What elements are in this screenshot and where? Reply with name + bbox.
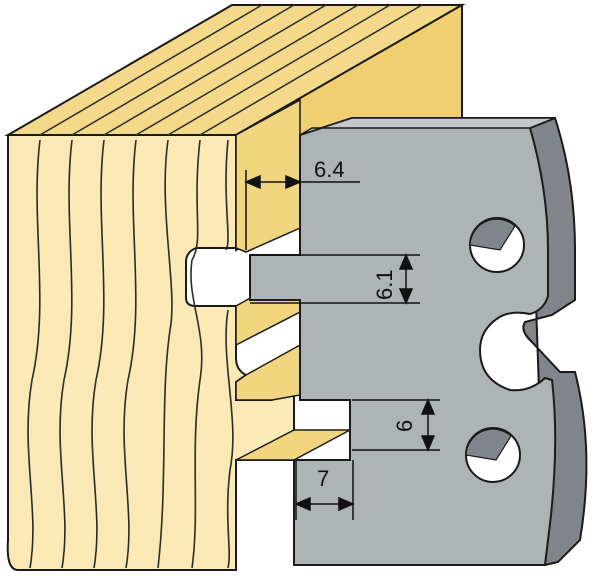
blade-top-bevel (299, 117, 556, 136)
label-tongue-height: 6.1 (372, 269, 397, 300)
cutter-blade (249, 116, 588, 567)
label-step-height: 6 (392, 420, 417, 432)
wood-top-grain (39, 4, 423, 136)
blade-hole-upper (469, 217, 525, 273)
wood-front-face (6, 134, 295, 571)
dimension-labels: 6.4 6.1 6 7 (314, 157, 417, 491)
label-groove-depth: 6.4 (314, 157, 345, 182)
label-step-width: 7 (317, 466, 329, 491)
blade-hole-lower (465, 427, 521, 483)
wood-front-grain (27, 139, 234, 569)
dimension-lines (244, 170, 440, 520)
